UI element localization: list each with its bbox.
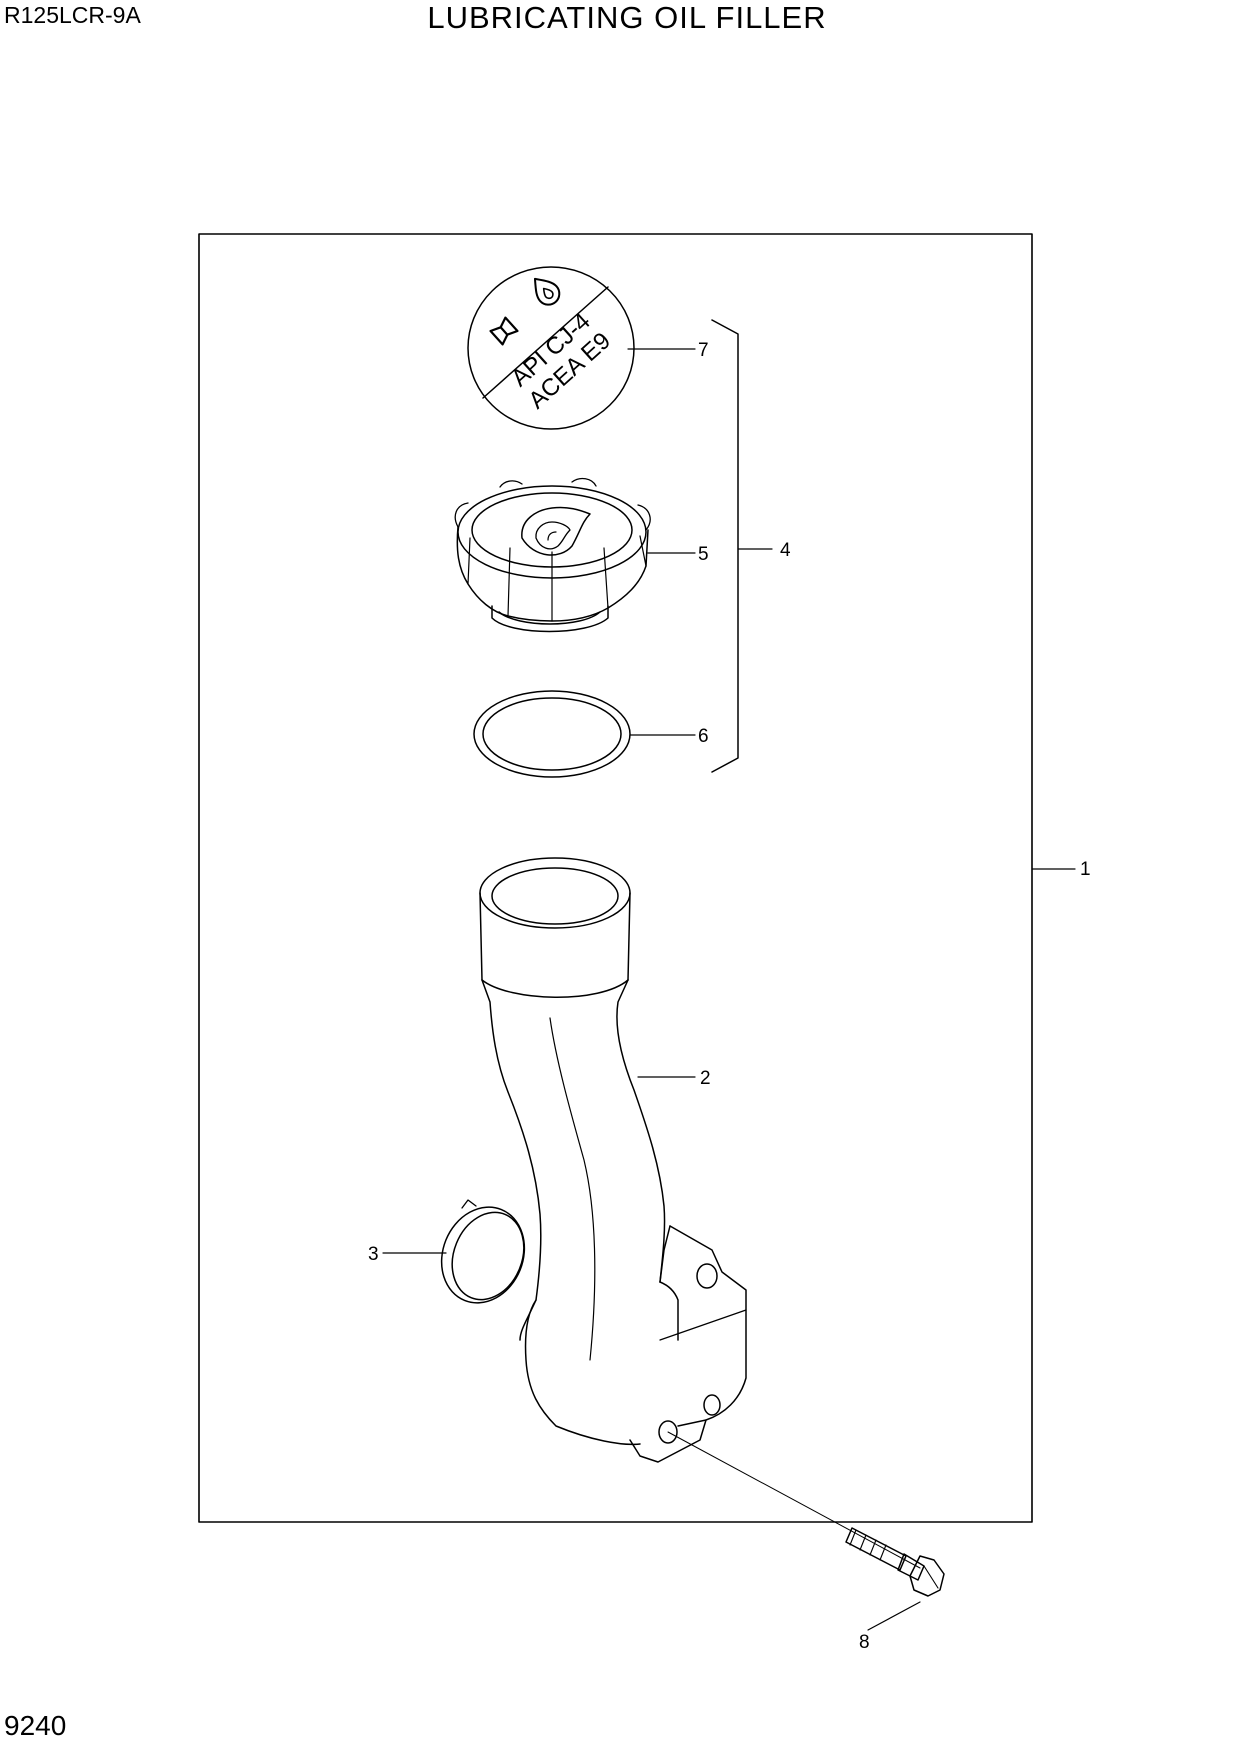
kit-bracket — [711, 319, 739, 773]
callout-3: 3 — [368, 1244, 379, 1265]
cap-label-text: API CJ-4 ACEA E9 — [506, 308, 616, 414]
callout-2: 2 — [700, 1068, 711, 1089]
page-number: 9240 — [4, 1710, 67, 1741]
leader-lines — [382, 348, 1076, 1631]
page-title-text: LUBRICATING OIL FILLER — [427, 0, 827, 35]
callout-6: 6 — [698, 726, 709, 747]
model-code: R125LCR-9A — [4, 2, 141, 28]
cap-label-disc — [467, 266, 635, 430]
assembly-frame — [198, 233, 1033, 1523]
oil-filler-cap — [454, 477, 651, 633]
callout-5: 5 — [698, 544, 709, 565]
callout-4: 4 — [780, 540, 791, 561]
oil-drop-icon — [533, 277, 561, 306]
o-ring — [473, 690, 631, 778]
callout-7: 7 — [698, 340, 709, 361]
page-title: LUBRICATING OIL FILLER — [0, 0, 1240, 36]
filler-pipe — [479, 857, 747, 1463]
callout-8: 8 — [859, 1632, 870, 1653]
callout-1: 1 — [1080, 859, 1091, 880]
hose-clamp — [440, 1199, 526, 1304]
book-icon — [489, 316, 519, 346]
bolt — [667, 1431, 945, 1597]
